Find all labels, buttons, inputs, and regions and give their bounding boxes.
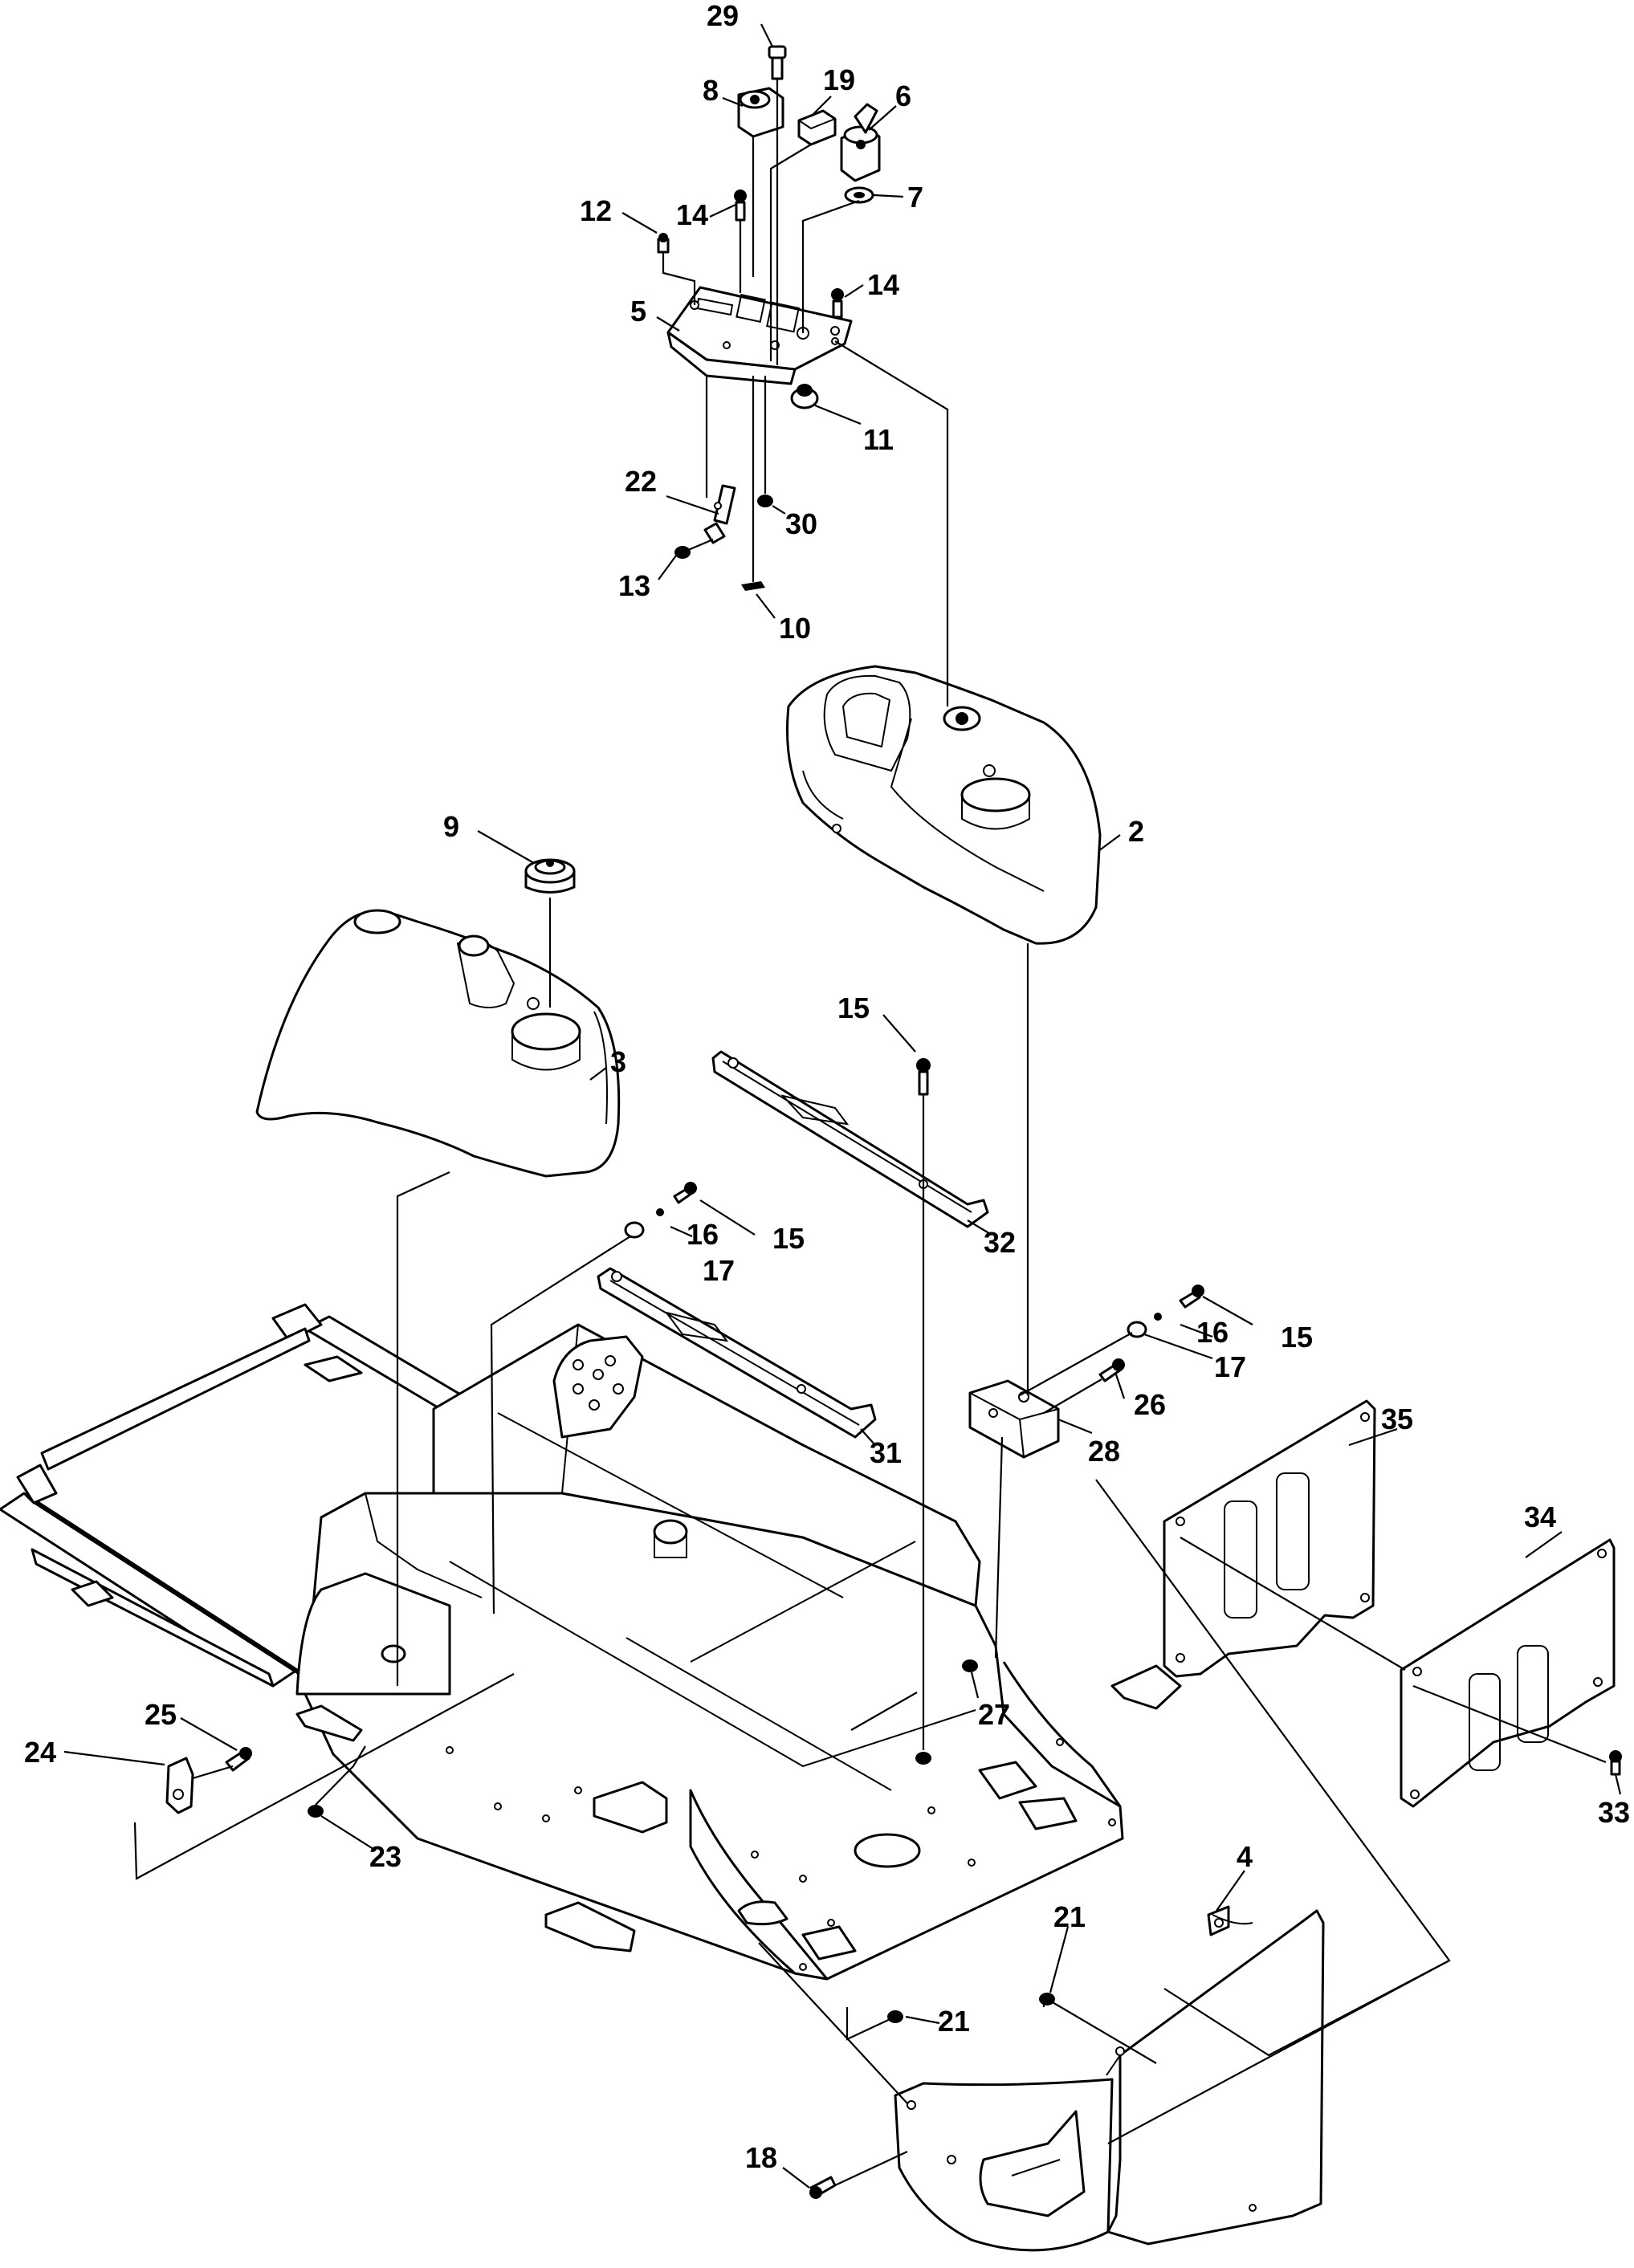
callout-29: 29 (707, 0, 739, 32)
washer-part-17-left (624, 1221, 645, 1239)
clip-part-10 (741, 581, 765, 591)
callout-32: 32 (984, 1226, 1016, 1259)
callout-11: 11 (863, 423, 894, 456)
seat-rail-part-31 (597, 1267, 877, 1439)
callout-19: 19 (823, 63, 855, 96)
callout-15-right: 15 (1281, 1321, 1313, 1354)
bolt-part-14-upper (734, 189, 747, 222)
screw-part-33 (1609, 1750, 1622, 1776)
callout-13: 13 (618, 569, 650, 602)
callout-15-left: 15 (772, 1222, 805, 1255)
fuel-tank-part-2 (786, 665, 1102, 945)
callout-12: 12 (580, 194, 612, 227)
seat-rail-part-32 (711, 1050, 989, 1228)
control-panel-part-5 (666, 286, 853, 385)
callout-23: 23 (369, 1840, 401, 1873)
callout-27: 27 (978, 1698, 1010, 1731)
seat-plate-part-34 (1400, 1538, 1616, 1808)
grommet-part-11 (790, 384, 819, 409)
fuel-tank-part-3 (255, 909, 621, 1178)
bolt-part-26 (1098, 1358, 1125, 1382)
fuel-cap-part-9 (524, 858, 576, 894)
callout-15-center: 15 (837, 991, 870, 1024)
callout-labels: 29 8 19 6 7 12 14 14 5 11 22 30 13 10 2 … (24, 0, 1630, 2174)
seat-plate-part-35 (1110, 1399, 1376, 1710)
callout-22: 22 (625, 465, 657, 498)
screw-part-12 (657, 233, 670, 254)
switch-part-8 (737, 87, 784, 138)
callout-33: 33 (1598, 1796, 1630, 1829)
leader-lines (133, 79, 1607, 2186)
callout-4: 4 (1237, 1840, 1253, 1873)
bolt-part-29 (768, 45, 787, 80)
bolt-part-14-right (831, 288, 844, 319)
callout-3: 3 (610, 1045, 626, 1078)
bolt-part-15-center (916, 1058, 931, 1096)
callout-pointers (63, 23, 1622, 2189)
clamp-part-24 (165, 1757, 194, 1814)
bracket-part-28 (968, 1379, 1060, 1459)
callout-16-right: 16 (1196, 1316, 1229, 1349)
callout-17-left: 17 (703, 1254, 735, 1287)
nut-part-7 (844, 186, 874, 204)
nut-part-30 (757, 495, 773, 507)
callout-30: 30 (785, 507, 817, 540)
callout-14-right: 14 (867, 268, 899, 301)
callout-14-upper: 14 (676, 198, 708, 231)
callout-7: 7 (907, 181, 923, 214)
callout-21-right: 21 (1053, 1900, 1086, 1933)
bolt-part-18 (809, 2176, 837, 2199)
callout-10: 10 (779, 612, 811, 645)
nut-part-27-lower (915, 1752, 931, 1765)
washer-part-16-left (656, 1208, 664, 1216)
main-frame (0, 1303, 1124, 1981)
callout-18: 18 (745, 2141, 777, 2174)
ignition-switch-part-6 (840, 103, 881, 182)
callout-28: 28 (1088, 1435, 1120, 1468)
bolt-part-15-left (673, 1182, 697, 1204)
callout-8: 8 (703, 74, 719, 107)
callout-31: 31 (870, 1436, 902, 1469)
callout-26: 26 (1134, 1388, 1166, 1421)
bolt-part-15-right (1179, 1285, 1204, 1309)
washer-part-16-right (1154, 1313, 1162, 1321)
washer-part-17-right (1127, 1321, 1147, 1338)
callout-17-right: 17 (1214, 1350, 1246, 1383)
callout-16-left: 16 (687, 1218, 719, 1251)
callout-9: 9 (443, 810, 459, 843)
callout-21-left: 21 (938, 2005, 970, 2038)
plug-part-19 (797, 109, 837, 146)
callout-25: 25 (145, 1698, 177, 1731)
nut-part-27 (962, 1659, 978, 1672)
callout-34: 34 (1524, 1500, 1556, 1533)
nut-part-23 (308, 1805, 324, 1818)
callout-5: 5 (630, 295, 646, 328)
callout-35: 35 (1381, 1403, 1413, 1435)
callout-2: 2 (1128, 815, 1144, 848)
callout-6: 6 (895, 79, 911, 112)
bracket-part-22 (703, 484, 736, 544)
rear-guard-part-4 (894, 1905, 1325, 2252)
callout-24: 24 (24, 1736, 56, 1769)
